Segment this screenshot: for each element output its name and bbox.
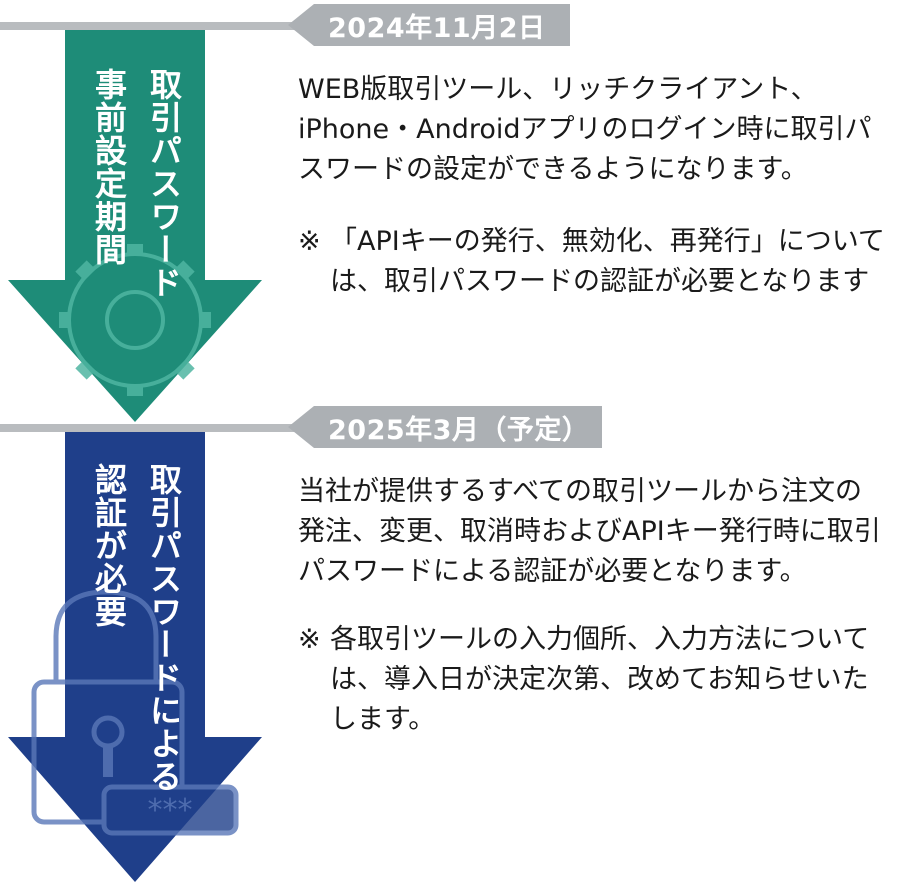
stage-arrow-1 [8,30,262,422]
arrow-subtitle-2: 認証が必要 [90,463,128,628]
stage1-note: ※ 「APIキーの発行、無効化、再発行」については、取引パスワードの認証が必要と… [298,222,888,302]
stage2-description-text: 当社が提供するすべての取引ツールから注文の発注、変更、取消時およびAPIキー発行… [298,476,881,587]
stage2-note-text: 各取引ツールの入力個所、入力方法については、導入日が決定次第、改めてお知らせいた… [330,624,870,735]
stage-arrow-2: *** [8,432,262,882]
note-mark-1: ※ [298,226,321,257]
gear-icon [59,244,211,396]
stage1-description: WEB版取引ツール、リッチクライアント、iPhone・Androidアプリのログ… [298,70,888,190]
arrow-title-2: 取引パスワードによる [145,463,183,793]
stage1-description-text: WEB版取引ツール、リッチクライアント、iPhone・Androidアプリのログ… [298,74,872,185]
padlock-icon: *** [31,589,239,836]
timeline-rule-1 [0,22,300,30]
date-label-1: 2024年11月2日 [328,12,546,44]
stage1-note-text: 「APIキーの発行、無効化、再発行」については、取引パスワードの認証が必要となり… [330,226,885,297]
svg-text:***: *** [148,793,193,828]
date-tag-2: 2025年3月（予定） [288,406,602,448]
date-label-2: 2025年3月（予定） [328,414,590,446]
arrow-title-1: 取引パスワード [145,68,183,299]
stage2-note: ※ 各取引ツールの入力個所、入力方法については、導入日が決定次第、改めてお知らせ… [298,620,888,740]
arrow-subtitle-1: 事前設定期間 [90,68,128,266]
timeline-rule-2 [0,424,300,432]
note-mark-2: ※ [298,624,321,655]
date-tag-1: 2024年11月2日 [288,4,570,46]
stage2-description: 当社が提供するすべての取引ツールから注文の発注、変更、取消時およびAPIキー発行… [298,472,888,592]
